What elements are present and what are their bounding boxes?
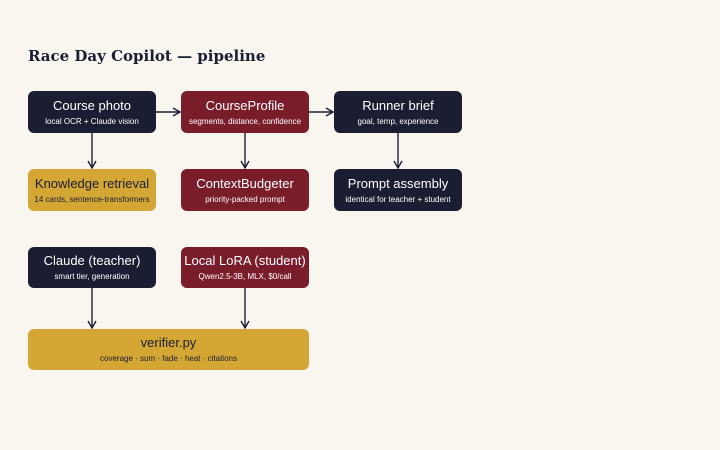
node-course-profile-label: CourseProfile <box>205 97 285 113</box>
node-course-photo: Course photo local OCR + Claude vision <box>28 91 156 133</box>
node-verifier-sub: coverage · sum · fade · heat · citations <box>100 354 237 363</box>
node-course-profile: CourseProfile segments, distance, confid… <box>181 91 309 133</box>
node-knowledge-retrieval-label: Knowledge retrieval <box>34 175 150 191</box>
node-verifier: verifier.py coverage · sum · fade · heat… <box>28 329 309 370</box>
node-prompt-assembly: Prompt assembly identical for teacher + … <box>334 169 462 211</box>
diagram-title: Race Day Copilot — pipeline <box>28 47 266 65</box>
node-runner-brief-label: Runner brief <box>362 97 434 113</box>
node-local-lora: Local LoRA (student) Qwen2.5-3B, MLX, $0… <box>181 247 309 288</box>
node-verifier-label: verifier.py <box>140 335 197 350</box>
node-local-lora-label: Local LoRA (student) <box>184 253 306 268</box>
node-claude-teacher: Claude (teacher) smart tier, generation <box>28 247 156 288</box>
node-prompt-assembly-sub: identical for teacher + student <box>345 194 451 204</box>
node-runner-brief: Runner brief goal, temp, experience <box>334 91 462 133</box>
node-course-photo-label: Course photo <box>52 97 132 113</box>
node-knowledge-retrieval: Knowledge retrieval 14 cards, sentence-t… <box>28 169 156 211</box>
node-course-photo-sub: local OCR + Claude vision <box>45 116 139 126</box>
node-context-budgeter-sub: priority-packed prompt <box>205 194 285 204</box>
node-course-profile-sub: segments, distance, confidence <box>188 116 302 126</box>
node-local-lora-sub: Qwen2.5-3B, MLX, $0/call <box>198 272 292 281</box>
node-claude-teacher-label: Claude (teacher) <box>43 253 141 268</box>
node-knowledge-retrieval-sub: 14 cards, sentence-transformers <box>34 194 150 204</box>
node-context-budgeter: ContextBudgeter priority-packed prompt <box>181 169 309 211</box>
node-context-budgeter-label: ContextBudgeter <box>196 175 294 191</box>
node-runner-brief-sub: goal, temp, experience <box>357 116 439 126</box>
node-claude-teacher-sub: smart tier, generation <box>54 272 130 281</box>
node-prompt-assembly-label: Prompt assembly <box>347 175 449 191</box>
